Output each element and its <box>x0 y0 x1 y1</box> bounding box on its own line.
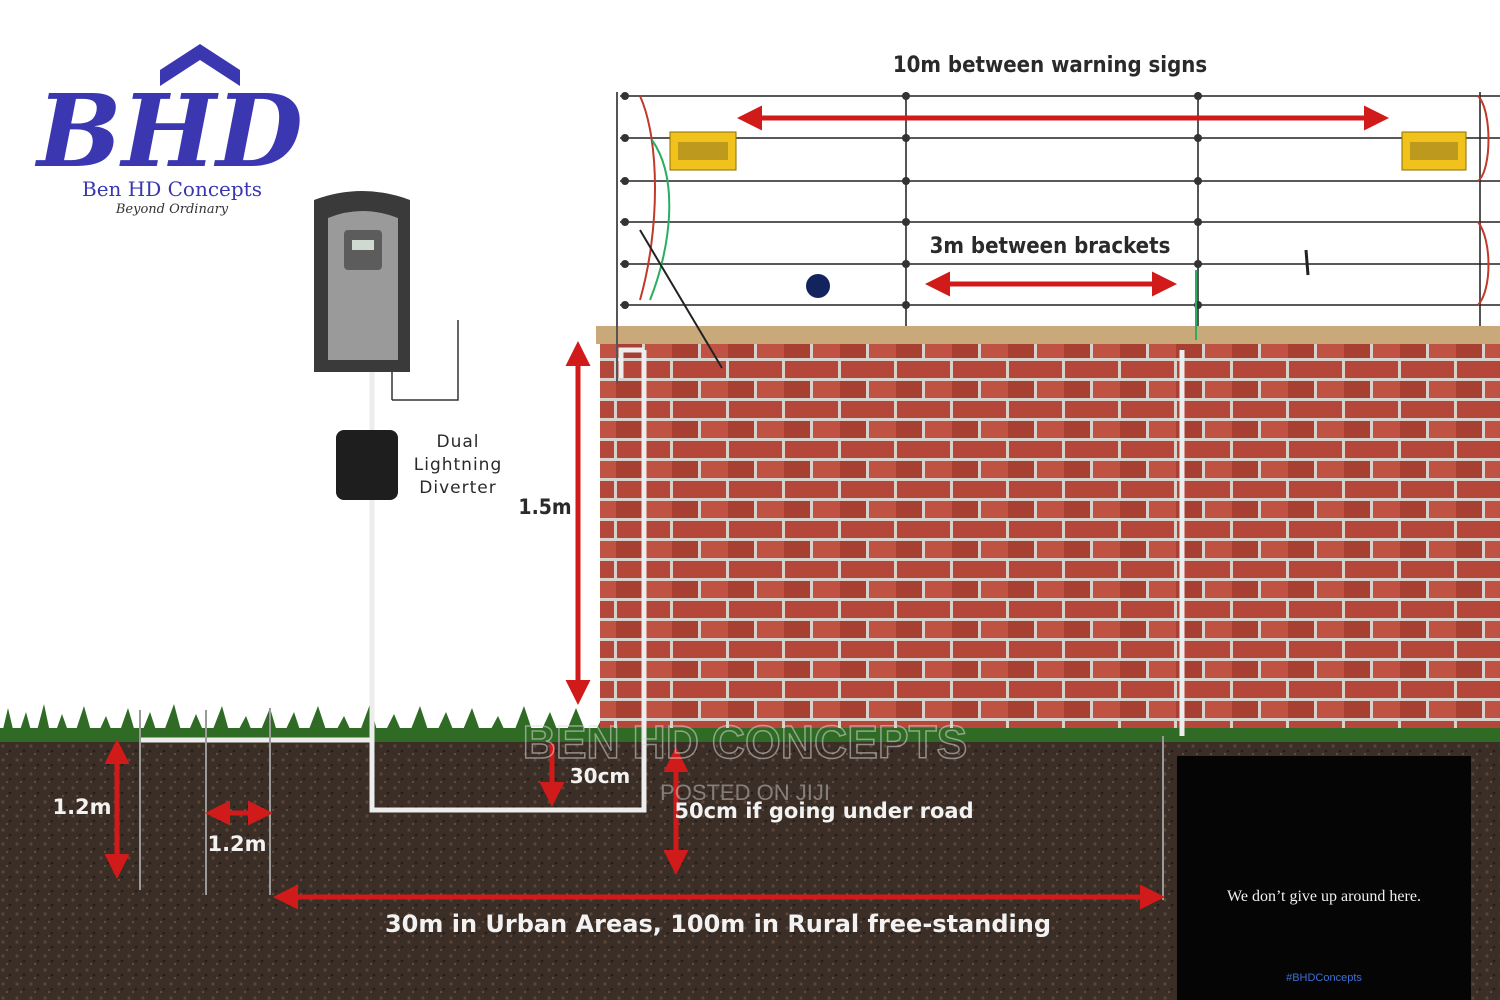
wall-coping <box>596 326 1500 344</box>
brand-logo: BHD Ben HD Concepts Beyond Ordinary <box>34 44 303 217</box>
energizer-unit <box>314 191 410 372</box>
label-diverter-line-1: Dual <box>436 432 479 452</box>
insulators <box>621 92 1202 309</box>
label-brackets: 3m between brackets <box>930 234 1171 259</box>
label-diverter-line-3: Diverter <box>419 478 496 498</box>
warning-sign-right <box>1401 131 1467 171</box>
measurement-arrows <box>104 105 1389 910</box>
fence-posts <box>616 92 1481 384</box>
label-diverter-line-2: Lightning <box>414 455 503 475</box>
label-earth-spacing: 1.2m <box>207 832 266 856</box>
warning-sign-left <box>669 131 737 171</box>
label-ground-distance: 30m in Urban Areas, 100m in Rural free-s… <box>385 910 1051 938</box>
label-trench-depth: 30cm <box>570 764 631 788</box>
watermark-sub: POSTED ON JIJI <box>660 780 830 805</box>
label-wall-height: 1.5m <box>518 495 571 519</box>
watermark-main: BEN HD CONCEPTS <box>523 716 968 768</box>
overlay-hashtag[interactable]: #BHDConcepts <box>1286 972 1362 984</box>
earth-pipework <box>140 347 1185 813</box>
blue-marker <box>806 274 830 298</box>
label-road-depth: 50cm if going under road <box>674 799 973 823</box>
brand-tagline: Beyond Ordinary <box>115 202 229 217</box>
brand-name: Ben HD Concepts <box>82 177 262 201</box>
story-overlay: We don’t give up around here. #BHDConcep… <box>1177 756 1471 1000</box>
label-earth-depth: 1.2m <box>52 795 111 819</box>
lightning-diverter <box>336 430 398 500</box>
overlay-message: We don’t give up around here. <box>1227 888 1421 905</box>
fence-wires <box>620 95 1500 306</box>
brick-wall <box>600 340 1500 728</box>
grass <box>0 704 1500 742</box>
label-warning-signs: 10m between warning signs <box>893 53 1207 78</box>
logo-letters: BHD <box>34 72 303 190</box>
